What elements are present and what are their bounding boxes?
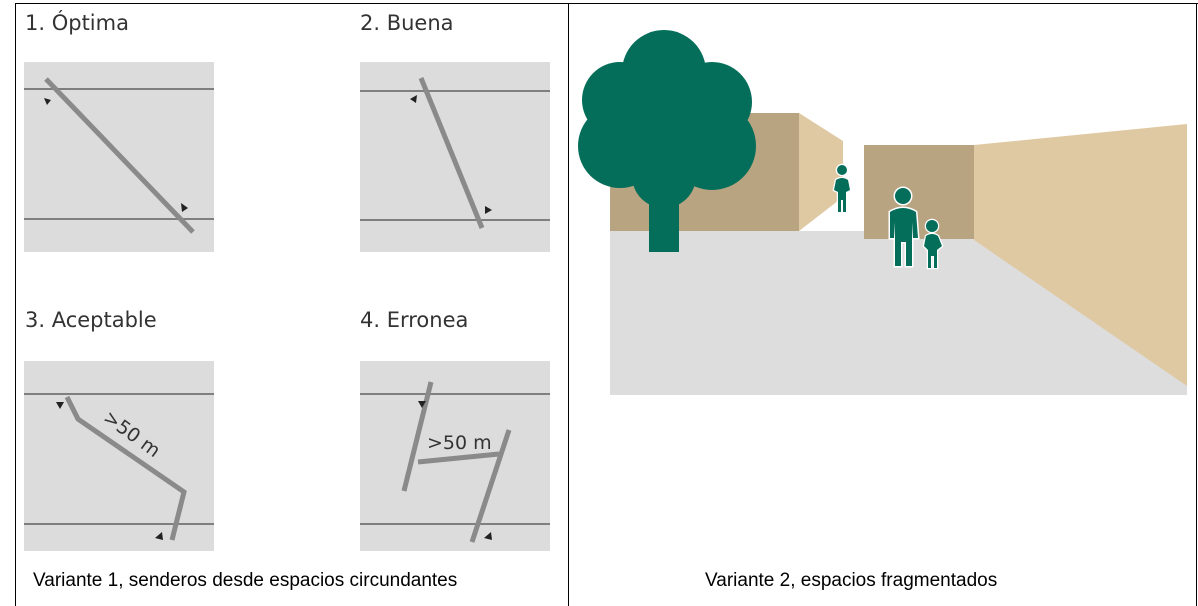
option-1-label: 1. Óptima (25, 11, 129, 35)
arrow-icon (418, 401, 426, 408)
table-border-right (1196, 3, 1197, 606)
child-figure-fill (834, 165, 850, 212)
arrow-icon (56, 402, 64, 409)
tree-icon (578, 30, 756, 252)
arrow-icon (485, 206, 492, 214)
arrow-icon (410, 95, 417, 103)
table-border-left (15, 3, 16, 606)
table-border-top (15, 3, 1198, 4)
option-2-diagram (360, 77, 550, 229)
option-3-panel (24, 361, 214, 551)
arrow-icon (44, 98, 51, 105)
option-4-diagram: >50 m (360, 381, 550, 543)
option-3-diagram: >50 m (24, 393, 214, 541)
adult-figure-fill (890, 188, 918, 266)
small-child-figure-fill (924, 220, 942, 268)
arrow-icon (181, 203, 188, 212)
fragmented-spaces-illustration (578, 30, 1187, 395)
option-4-label: 4. Erronea (360, 308, 469, 332)
arrow-icon (484, 532, 492, 540)
option-1-diagram (24, 77, 214, 234)
building-middle (864, 145, 974, 239)
building-left-side (799, 113, 843, 231)
arrow-icon (155, 532, 163, 540)
option-3-label: 3. Aceptable (25, 308, 157, 332)
table-border-middle (568, 3, 569, 606)
option-4-distance-label: >50 m (427, 432, 492, 454)
perspective-wall-right (974, 124, 1187, 386)
variant-1-caption: Variante 1, senderos desde espacios circ… (33, 570, 458, 591)
variant-2-caption: Variante 2, espacios fragmentados (705, 570, 998, 591)
option-2-label: 2. Buena (360, 11, 454, 35)
